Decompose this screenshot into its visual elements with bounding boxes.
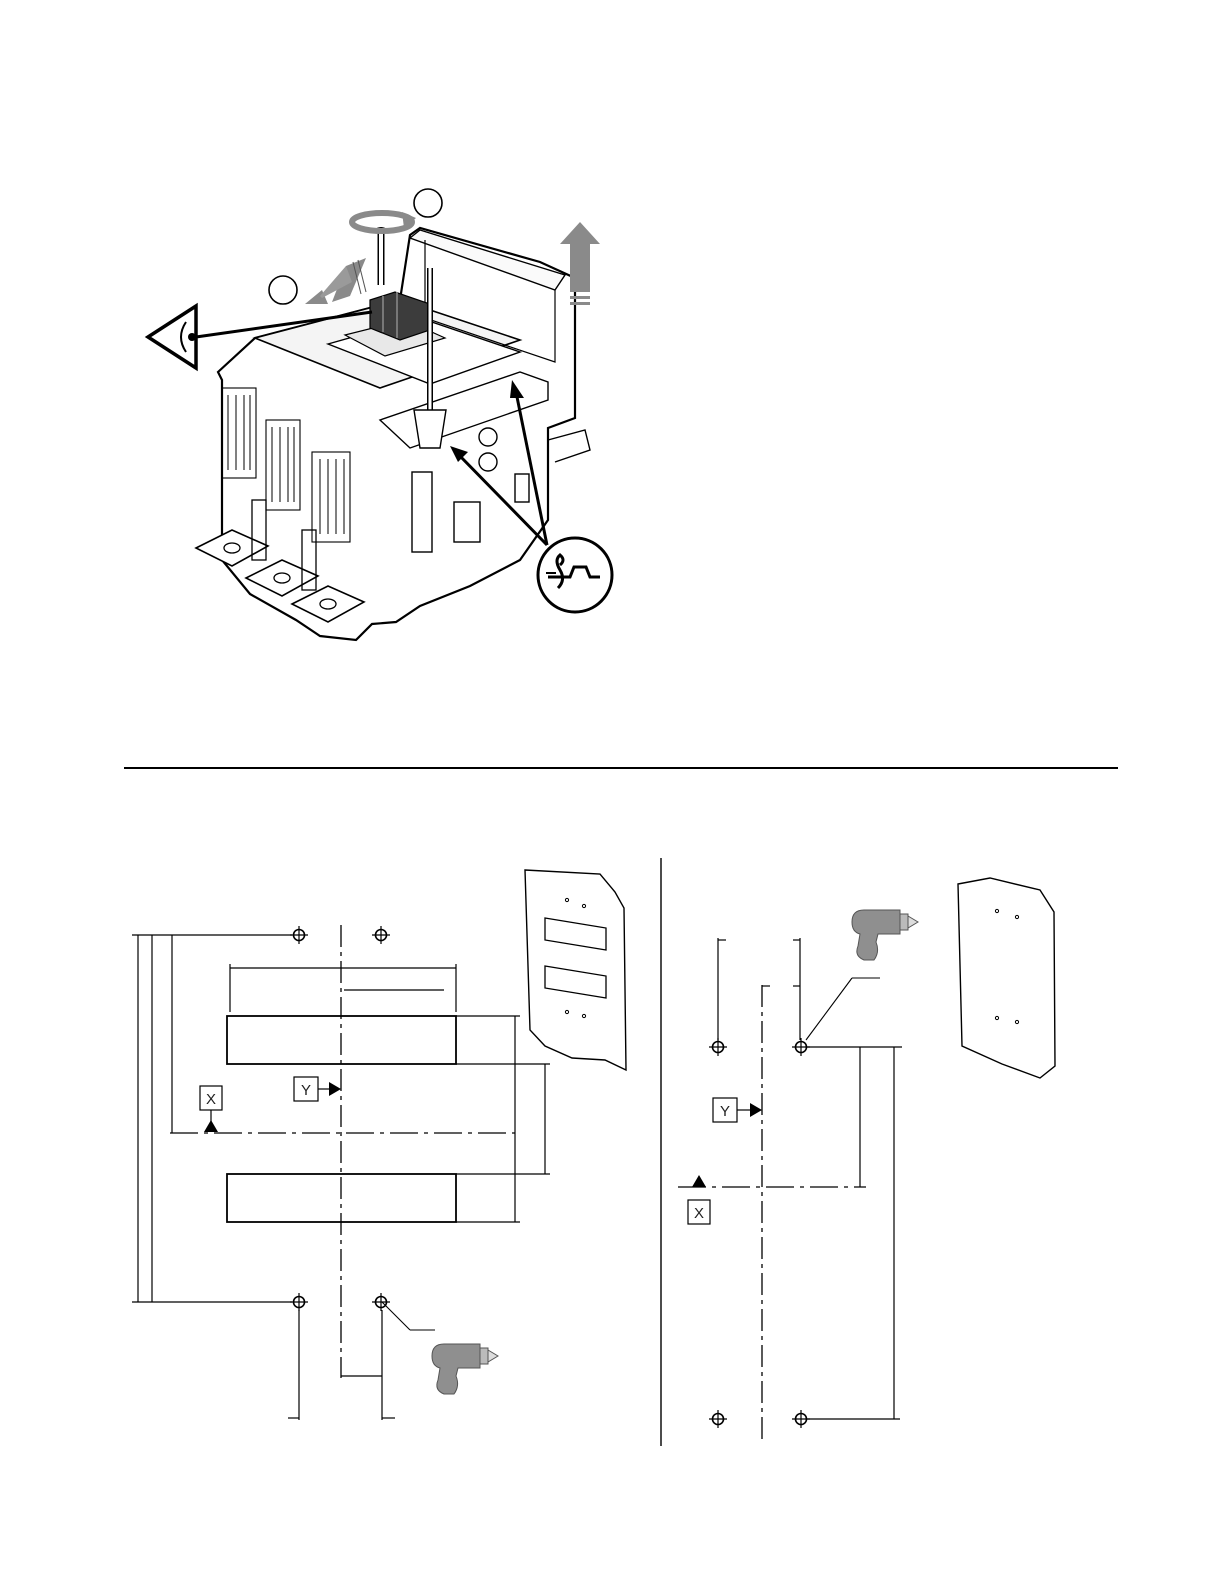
step-marker-circle (269, 276, 297, 304)
rotate-arrow-icon (352, 212, 416, 231)
step-marker-circle (414, 189, 442, 217)
hole-marker-icon (709, 1038, 810, 1428)
right-drilling-template (678, 938, 902, 1440)
datum-x-marker: X (688, 1174, 710, 1224)
svg-text:Y: Y (720, 1103, 730, 1120)
left-drilling-template (132, 925, 550, 1420)
datum-y-marker: Y (294, 1077, 341, 1101)
datum-x-marker: X (200, 1086, 222, 1132)
svg-text:X: X (694, 1205, 704, 1222)
push-arrow-icon (305, 258, 366, 304)
hole-marker-icon (290, 926, 390, 1311)
panel-thumbnail-icon (525, 870, 626, 1070)
svg-text:Y: Y (301, 1082, 311, 1099)
drill-icon (852, 910, 918, 960)
svg-text:X: X (206, 1091, 216, 1108)
breaker-illustration (196, 228, 590, 641)
datum-y-marker: Y (713, 1098, 762, 1122)
panel-thumbnail-icon (958, 878, 1055, 1078)
drill-icon (432, 1344, 498, 1394)
